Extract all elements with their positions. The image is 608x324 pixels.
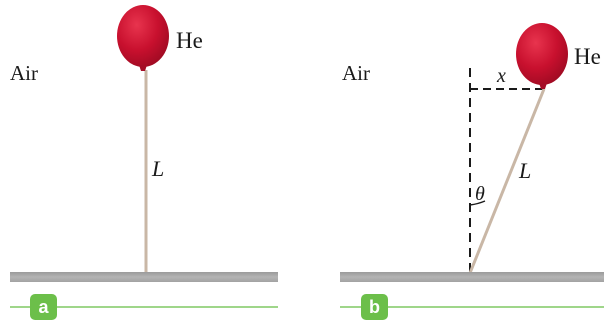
helium-label: He	[574, 44, 601, 69]
ground-surface	[340, 272, 604, 282]
panel-badge-a: a	[30, 294, 57, 320]
helium-balloon	[516, 23, 568, 89]
balloon-string	[468, 88, 546, 274]
air-label: Air	[342, 61, 370, 85]
air-label: Air	[10, 61, 38, 85]
panel-a: Air He L a	[10, 5, 278, 320]
badge-label: a	[38, 297, 49, 317]
angle-arc	[469, 200, 486, 206]
helium-balloon	[117, 5, 169, 71]
badge-label: b	[369, 297, 380, 317]
angle-theta-label: θ	[475, 183, 485, 205]
panel-badge-b: b	[361, 294, 388, 320]
offset-x-label: x	[496, 65, 506, 87]
panel-b: Air He x L θ b	[340, 23, 604, 320]
helium-label: He	[176, 28, 203, 53]
ground-surface	[10, 272, 278, 282]
string-length-label: L	[151, 156, 164, 181]
string-length-label: L	[518, 158, 531, 183]
